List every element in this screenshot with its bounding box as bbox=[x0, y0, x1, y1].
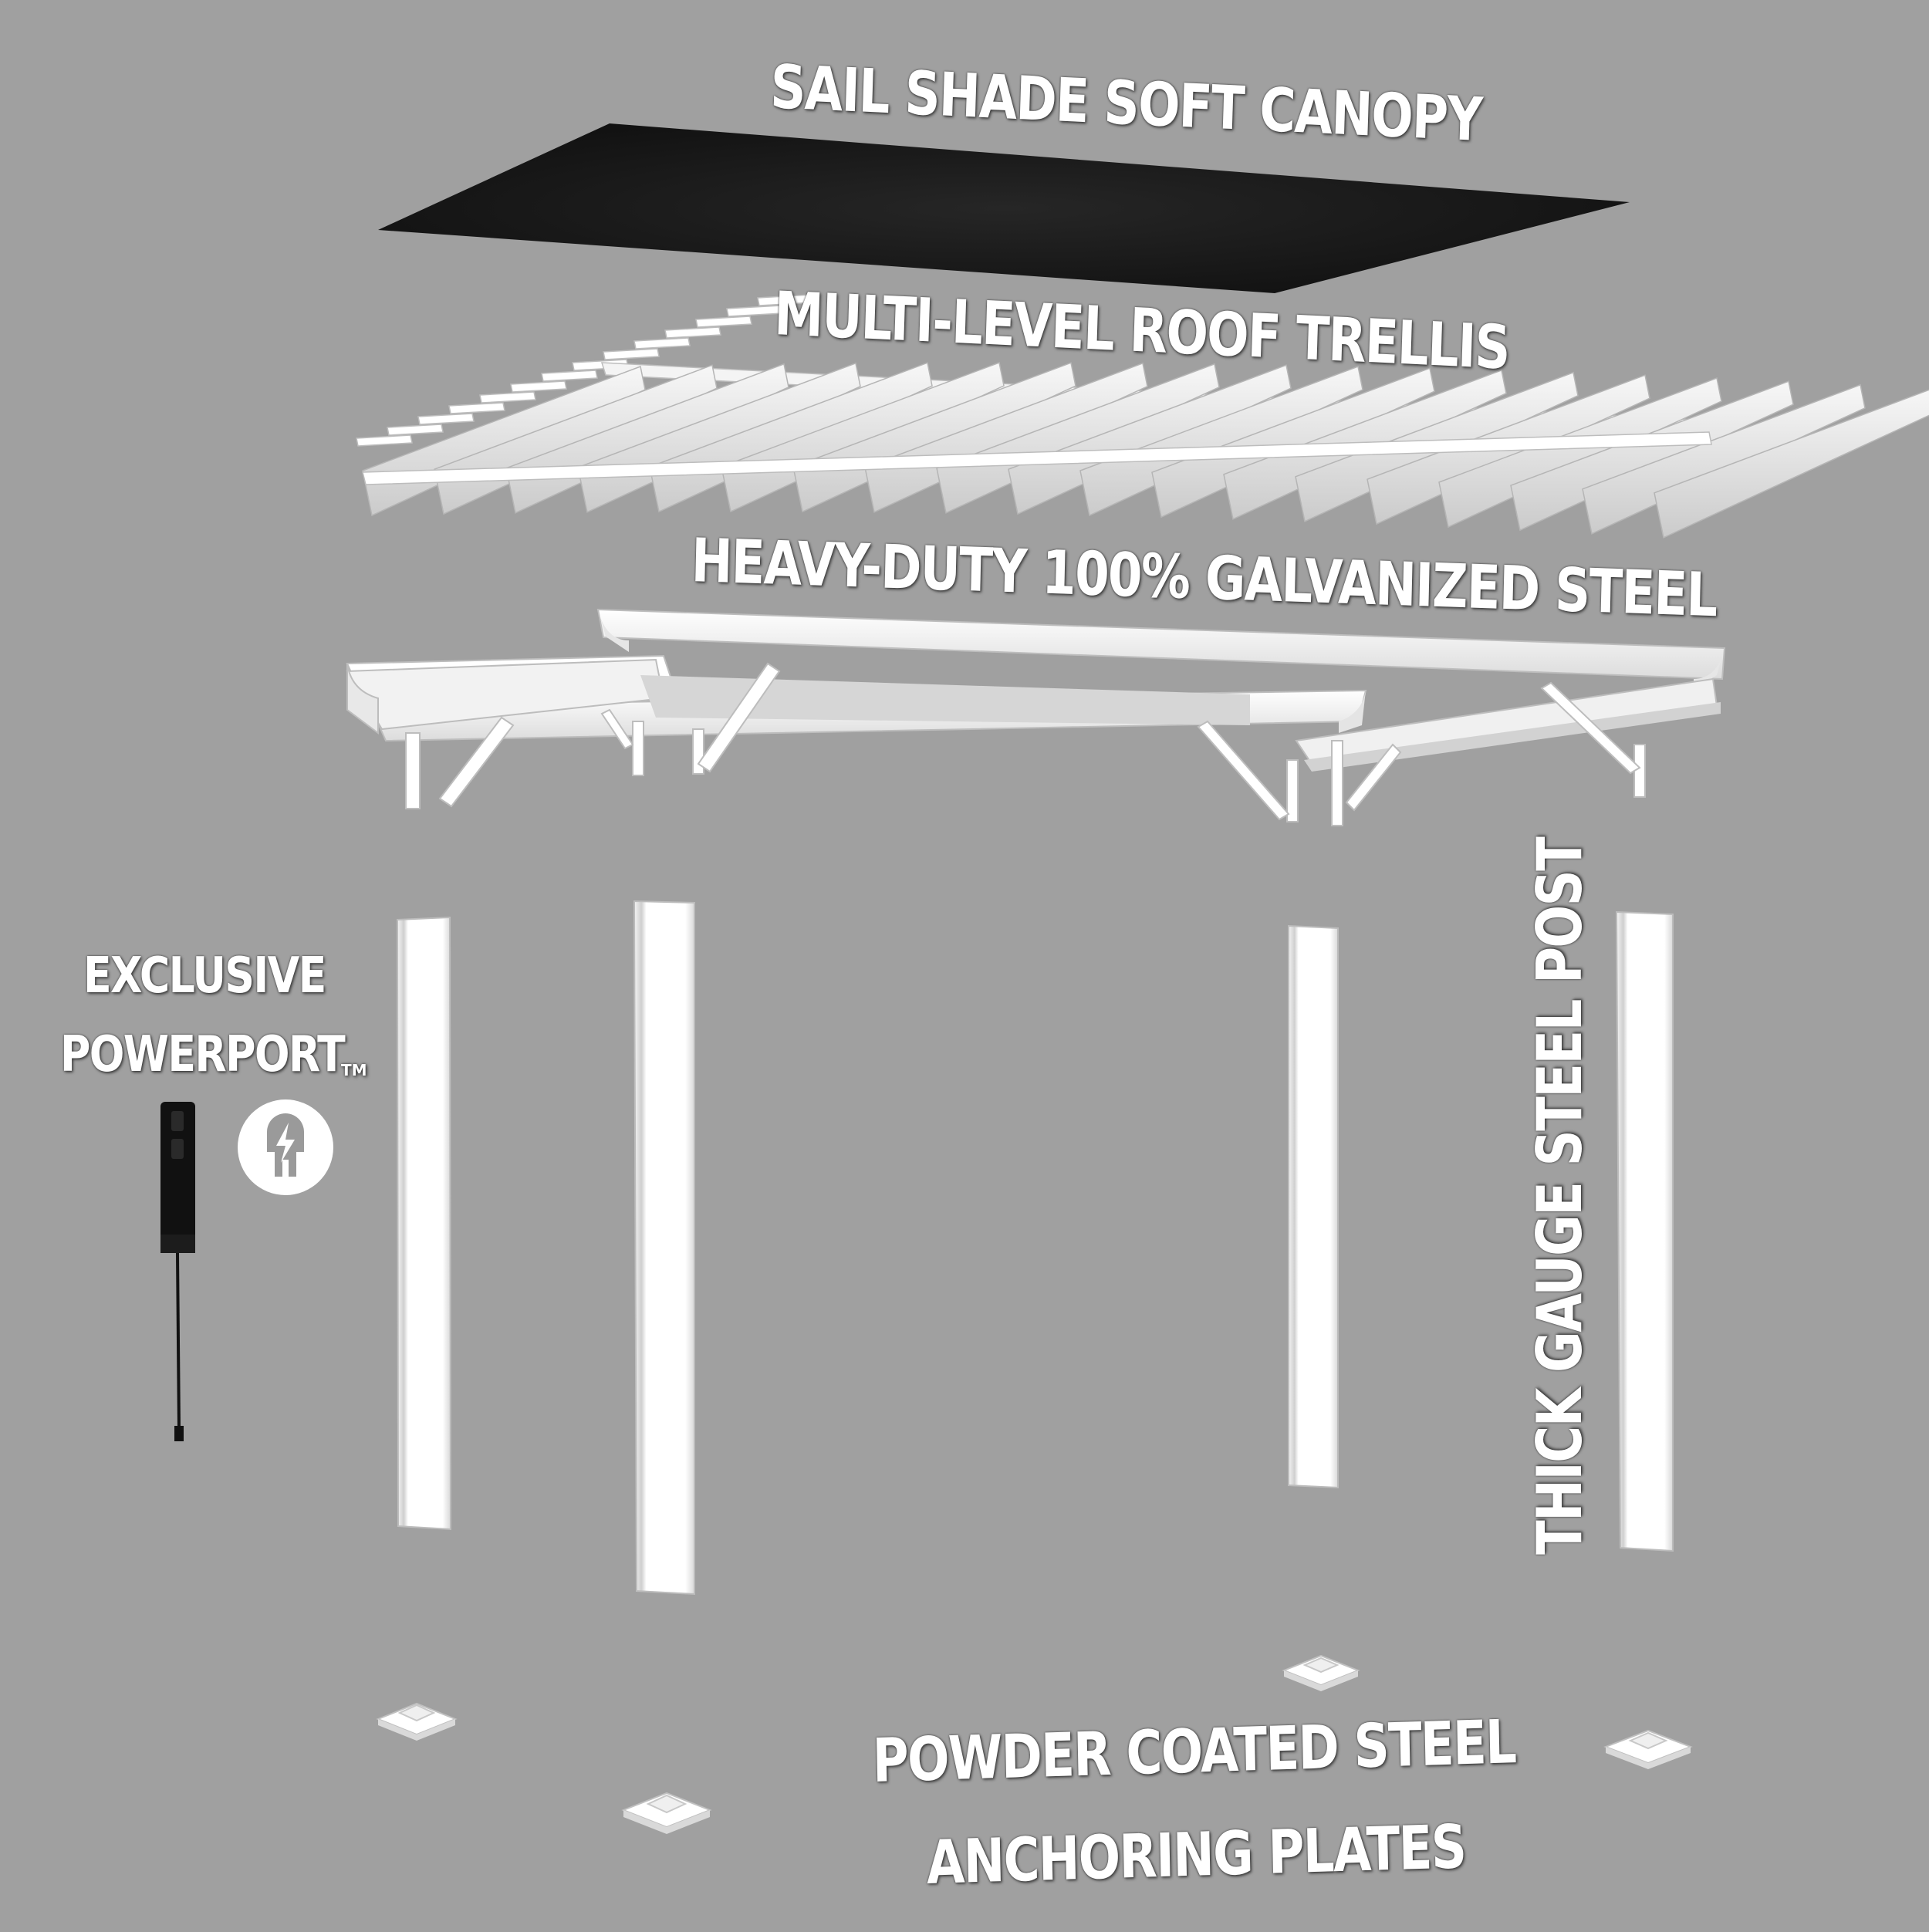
trellis-slat bbox=[664, 326, 721, 339]
powerport-label-line1: EXCLUSIVE bbox=[83, 947, 326, 1005]
roof-trellis bbox=[356, 294, 1929, 539]
trellis-slat bbox=[633, 337, 691, 350]
trellis-rafter bbox=[1654, 389, 1929, 539]
anchor-plate-3 bbox=[1282, 1654, 1360, 1691]
trellis-slat bbox=[356, 434, 413, 447]
anchor-plate-2 bbox=[621, 1792, 712, 1834]
trellis-slat bbox=[726, 305, 783, 317]
trellis-slat bbox=[510, 380, 567, 393]
trellis-slat bbox=[541, 370, 598, 382]
trellis-slat bbox=[387, 424, 444, 436]
trellis-rafter bbox=[1079, 365, 1363, 517]
steel-post-3 bbox=[1288, 924, 1339, 1489]
trellis-slat bbox=[603, 348, 660, 360]
trellis-rafter bbox=[1510, 380, 1794, 532]
trademark-mark: TM bbox=[341, 1061, 367, 1079]
trellis-rafter bbox=[936, 363, 1220, 514]
anchor-plate-1 bbox=[376, 1702, 458, 1741]
power-plug-icon bbox=[238, 1099, 333, 1195]
post-label: THICK GAUGE STEEL POST bbox=[1524, 837, 1596, 1555]
trellis-slat bbox=[695, 316, 752, 328]
trellis-rafter bbox=[721, 361, 1005, 513]
anchor-plate-4 bbox=[1603, 1729, 1693, 1769]
trellis-slat bbox=[417, 413, 475, 425]
trellis-purlin bbox=[362, 431, 1712, 485]
trellis-rafter bbox=[792, 362, 1076, 513]
trellis-rafter bbox=[1582, 383, 1866, 535]
trellis-rafter bbox=[1008, 364, 1292, 515]
steel-post-1 bbox=[396, 916, 452, 1531]
powerport-label-line2: POWERPORT bbox=[60, 1026, 346, 1083]
trellis-slat bbox=[479, 391, 536, 404]
powerport-device-icon bbox=[160, 1102, 195, 1441]
steel-post-2 bbox=[633, 900, 695, 1596]
trellis-slat bbox=[448, 402, 505, 414]
trellis-slat bbox=[757, 294, 814, 306]
sail-shade-canopy bbox=[378, 123, 1630, 293]
trellis-rafter bbox=[1438, 377, 1722, 529]
trellis-rafter bbox=[864, 362, 1148, 513]
trellis-rafter bbox=[1151, 367, 1435, 518]
steel-posts bbox=[396, 900, 1674, 1596]
steel-post-4 bbox=[1615, 910, 1674, 1552]
galvanized-steel-frame bbox=[346, 608, 1726, 826]
anchoring-plates bbox=[376, 1654, 1693, 1834]
